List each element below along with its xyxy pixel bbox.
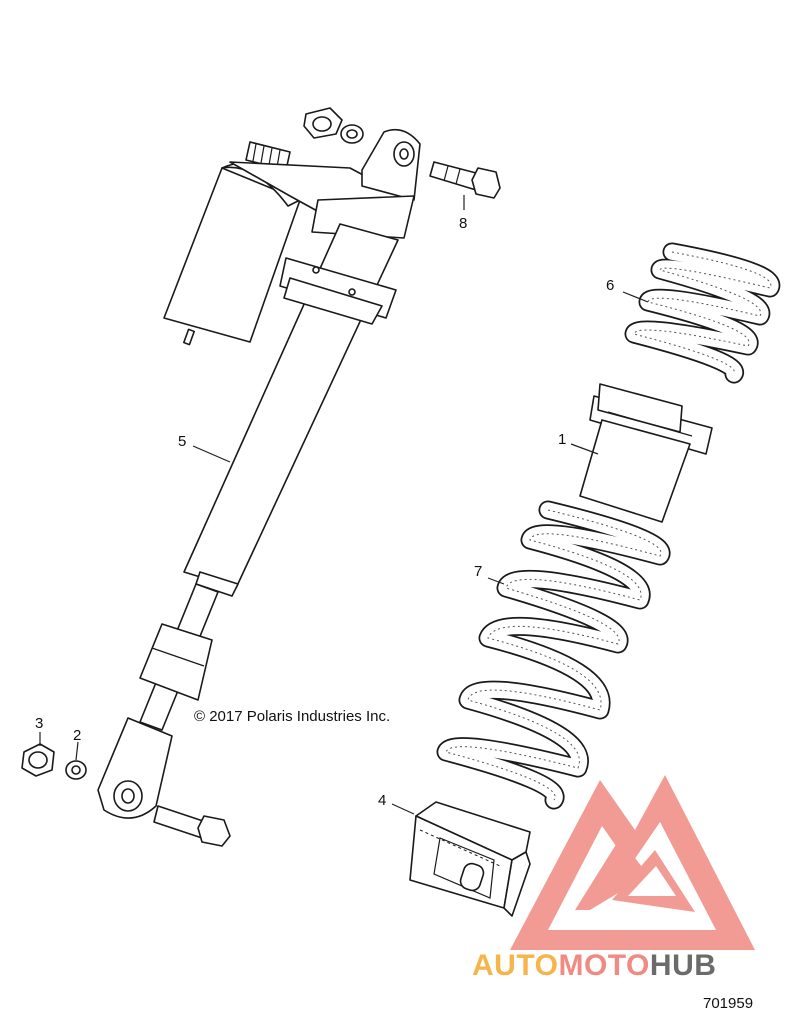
callout-1: 1 (558, 431, 566, 448)
callout-8: 8 (459, 215, 467, 232)
nut-part-3 (21, 743, 55, 777)
spring-adapter-part-1 (579, 383, 713, 523)
bolt-part-8 (429, 161, 501, 199)
top-nut-icon (303, 107, 343, 139)
svg-text:AUTOMOTOHUB: AUTOMOTOHUB (472, 949, 716, 982)
callout-7: 7 (474, 563, 482, 580)
shock-absorber-part-5 (97, 128, 421, 819)
spring-seat-part-4 (409, 801, 531, 917)
callout-group: 8 6 1 5 7 4 3 2 (35, 195, 649, 815)
callout-3: 3 (35, 715, 43, 732)
washer-part-2 (65, 760, 87, 780)
watermark-hub: HUB (650, 949, 717, 982)
callout-2: 2 (73, 727, 81, 744)
watermark-moto: MOTO (558, 949, 649, 982)
callout-6: 6 (606, 277, 614, 294)
top-washer-icon (340, 124, 364, 144)
spring-perch-ring (279, 257, 397, 325)
callout-5: 5 (178, 433, 186, 450)
watermark-auto: AUTO (472, 949, 558, 982)
callout-4: 4 (378, 792, 386, 809)
upper-spring-part-6 (624, 242, 780, 384)
triangle-m-logo-icon (510, 775, 755, 950)
copyright-text: © 2017 Polaris Industries Inc. (194, 708, 390, 725)
drawing-number: 701959 (703, 995, 753, 1012)
lower-bolt-icon (153, 805, 231, 847)
lower-spring-part-7 (436, 500, 671, 810)
watermark-brand: AUTOMOTOHUB (472, 949, 716, 982)
